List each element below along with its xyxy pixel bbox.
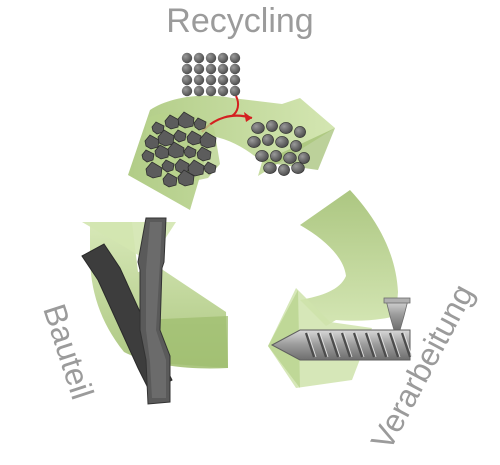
- regrind-pile-icon: [141, 111, 220, 188]
- processed-pellet: [283, 152, 297, 164]
- processed-pellet: [291, 162, 305, 174]
- screw-flight: [400, 332, 412, 358]
- screw-flight: [352, 332, 364, 358]
- screw-flight: [304, 332, 316, 358]
- processed-pellet: [263, 162, 277, 174]
- regrind-flake: [173, 129, 187, 143]
- extruder-screw-icon: [270, 297, 413, 361]
- screw-flight: [316, 332, 328, 358]
- regrind-flake: [183, 145, 197, 159]
- pellet: [217, 52, 229, 64]
- processed-pellet: [294, 126, 306, 138]
- regrind-flake: [177, 111, 195, 129]
- regrind-flake: [167, 141, 185, 159]
- regrind-flake: [174, 158, 190, 174]
- pellet: [217, 74, 229, 86]
- pellet: [229, 74, 241, 86]
- label-recycling: Recycling: [166, 2, 313, 40]
- screw-flight-highlight: [331, 332, 341, 358]
- processed-pellet: [290, 140, 302, 152]
- regrind-flake: [203, 161, 217, 175]
- pellet: [205, 85, 217, 97]
- processed-pellet: [255, 150, 269, 162]
- processed-pellets-icon: [247, 120, 310, 176]
- pellet: [229, 52, 241, 64]
- pellet: [229, 85, 241, 97]
- processed-pellet: [270, 150, 282, 162]
- pellet: [181, 74, 193, 86]
- pellet: [181, 63, 193, 75]
- processed-pellet: [278, 164, 290, 176]
- processed-pellet: [298, 152, 310, 164]
- pellet: [229, 63, 241, 75]
- screw-flight: [388, 332, 400, 358]
- pellet: [217, 85, 229, 97]
- regrind-flake: [161, 159, 175, 173]
- screw-flight-highlight: [319, 332, 329, 358]
- pellet: [193, 74, 205, 86]
- screw-flight-highlight: [403, 332, 413, 358]
- screw-flight-highlight: [379, 332, 389, 358]
- regrind-flake: [141, 149, 155, 163]
- regrind-flake: [164, 114, 180, 130]
- screw-flight-highlight: [391, 332, 401, 358]
- screw-flight: [364, 332, 376, 358]
- regrind-flake: [193, 117, 207, 131]
- processed-pellet: [247, 136, 261, 148]
- screw-flight-highlight: [367, 332, 377, 358]
- screw-flight: [328, 332, 340, 358]
- regrind-flake: [186, 130, 202, 146]
- screw-flight-highlight: [343, 332, 353, 358]
- screw-flight-highlight: [307, 332, 317, 358]
- pellet: [205, 74, 217, 86]
- screw-flight-highlight: [355, 332, 365, 358]
- regrind-flake: [199, 131, 217, 149]
- regrind-flake: [196, 146, 212, 162]
- pellet: [193, 85, 205, 97]
- tensile-specimen-icon: [81, 217, 173, 405]
- label-bauteil: Bauteil: [36, 300, 100, 404]
- pellet: [193, 52, 205, 64]
- screw-flight: [376, 332, 388, 358]
- pellet: [205, 52, 217, 64]
- regrind-flake: [177, 169, 195, 187]
- processed-pellet: [251, 122, 265, 134]
- pellet: [193, 63, 205, 75]
- regrind-flake: [154, 144, 170, 160]
- pellet-grid-icon: [181, 52, 241, 97]
- pellet: [217, 63, 229, 75]
- pellet: [181, 85, 193, 97]
- processed-pellet: [279, 122, 293, 134]
- processed-pellet: [275, 136, 289, 148]
- processed-pellet: [266, 120, 278, 132]
- pellet: [181, 52, 193, 64]
- regrind-flake: [162, 172, 178, 188]
- regrind-flake: [145, 161, 163, 179]
- pellet: [205, 63, 217, 75]
- screw-flight: [340, 332, 352, 358]
- processed-pellet: [262, 134, 274, 146]
